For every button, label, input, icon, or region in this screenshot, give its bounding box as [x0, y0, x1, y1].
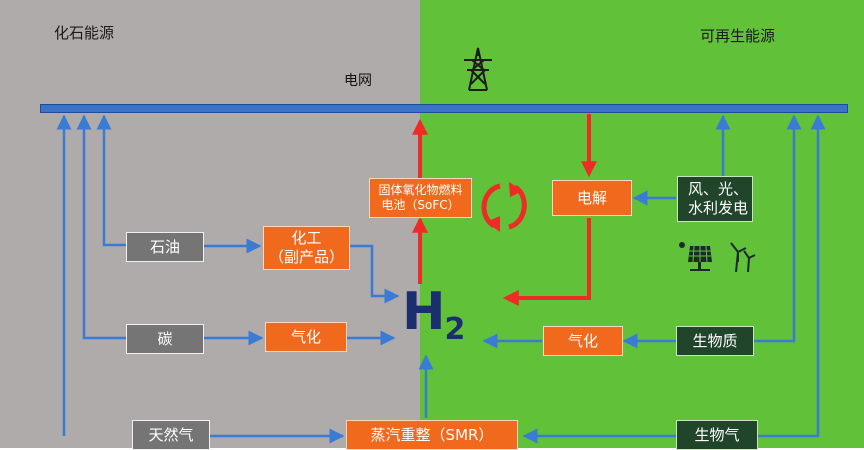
hydrogen-symbol: H2: [402, 286, 465, 345]
arrow-oil-to-grid: [96, 114, 126, 247]
biomass-label: 生物质: [692, 331, 738, 350]
smr-label: 蒸汽重整（SMR）: [370, 425, 494, 444]
oil-label: 石油: [149, 237, 180, 256]
renewable-power-label-line2: 水利发电: [688, 199, 749, 217]
biogas-label: 生物气: [694, 425, 740, 444]
arrow-biomass-to-grid: [754, 114, 802, 343]
natural-gas-label: 天然气: [148, 425, 194, 444]
power-grid-bar: [40, 104, 848, 113]
arrow-biogas-to-grid: [758, 114, 826, 438]
gasification-right-node: 气化: [543, 326, 623, 356]
carbon-node: 碳: [126, 324, 204, 354]
hydrogen-subscript: 2: [444, 312, 466, 347]
chemical-label-line2: （副产品）: [268, 248, 344, 266]
renewable-power-label-line1: 风、光、: [688, 180, 749, 199]
power-grid-label: 电网: [344, 73, 372, 89]
carbon-label: 碳: [157, 329, 173, 348]
arrow-chemical-to-h2: [350, 244, 400, 304]
sofc-node: 固体氧化物燃料 电池（SoFC）: [369, 178, 472, 218]
wind-turbine-icon: [730, 242, 756, 273]
fossil-energy-region: [0, 0, 420, 448]
biomass-node: 生物质: [676, 326, 754, 356]
electrolysis-node: 电解: [552, 180, 632, 216]
arrow-electrolysis-to-h2: [502, 218, 591, 306]
fossil-energy-title: 化石能源: [54, 24, 115, 42]
smr-node: 蒸汽重整（SMR）: [346, 420, 518, 450]
chemical-node: 化工 （副产品）: [263, 226, 350, 270]
sofc-label-line2: 电池（SoFC）: [381, 198, 460, 212]
natural-gas-node: 天然气: [132, 420, 210, 450]
power-tower-icon: [464, 47, 492, 91]
electrolysis-label: 电解: [576, 188, 607, 207]
gasification-right-label: 气化: [567, 331, 598, 350]
gasification-left-node: 气化: [265, 322, 347, 352]
biogas-node: 生物气: [676, 420, 758, 450]
renewable-power-node: 风、光、 水利发电: [677, 176, 753, 222]
renewable-energy-title: 可再生能源: [700, 27, 776, 45]
hydrogen-letter: H: [402, 282, 446, 342]
chemical-label-line1: 化工: [291, 229, 322, 248]
sofc-label-line1: 固体氧化物燃料: [378, 183, 463, 197]
oil-node: 石油: [126, 232, 204, 262]
gasification-left-label: 气化: [290, 327, 321, 346]
arrow-carbon-to-grid: [76, 114, 126, 340]
